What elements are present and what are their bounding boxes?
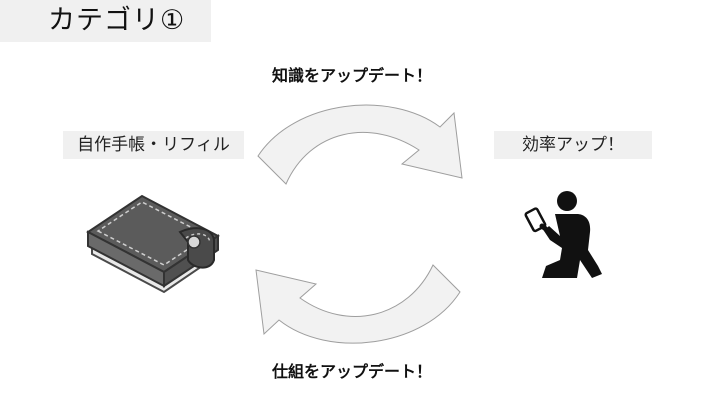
category-title: カテゴリ① (48, 5, 186, 36)
bottom-curved-arrow-icon (255, 264, 461, 344)
cycle-arrows (255, 104, 463, 344)
left-box-label: 自作手帳・リフィル (63, 131, 244, 159)
right-box-label: 効率アップ！ (494, 131, 652, 159)
person-reading-tablet-icon (524, 191, 602, 278)
planner-notebook-icon (86, 194, 220, 294)
top-cycle-label: 知識をアップデート！ (272, 66, 433, 85)
top-curved-arrow-icon (257, 104, 463, 185)
bottom-cycle-label: 仕組をアップデート！ (272, 362, 433, 381)
category-tab: カテゴリ① (0, 0, 211, 42)
